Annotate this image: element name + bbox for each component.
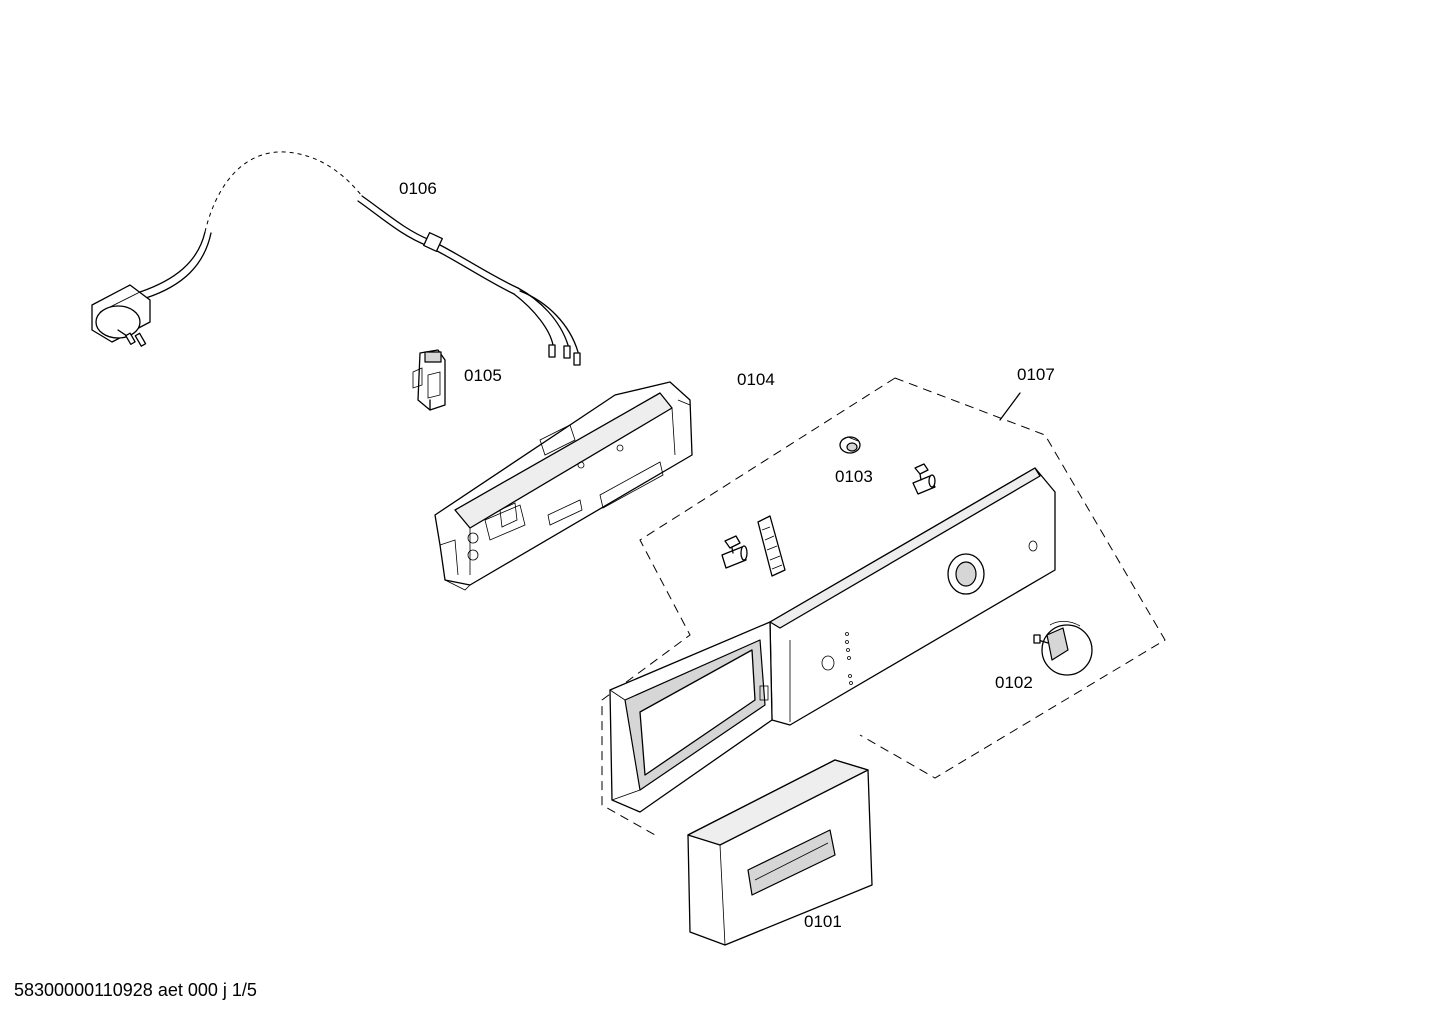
- switch-part: [412, 349, 446, 411]
- label-0104: 0104: [737, 370, 775, 389]
- led-holder-part: [757, 515, 786, 577]
- knob-insert-part: [839, 436, 861, 454]
- drawing-reference: 58300000110928 aet 000 j 1/5: [14, 980, 257, 1000]
- indicator-lamp-part: [912, 463, 936, 495]
- panel-assembly-outline: [601, 377, 1166, 836]
- label-0107: 0107: [1017, 365, 1055, 384]
- power-cord-part: [91, 151, 581, 366]
- knob-part: [1033, 620, 1093, 676]
- control-panel-part: [609, 467, 1056, 813]
- label-0101: 0101: [804, 912, 842, 931]
- label-0105: 0105: [464, 366, 502, 385]
- label-0103: 0103: [835, 467, 873, 486]
- label-0106: 0106: [399, 179, 437, 198]
- drawer-front-part: [687, 759, 873, 946]
- indicator-lamp-part-2: [721, 535, 748, 569]
- control-module-part: [434, 381, 693, 591]
- label-0102: 0102: [995, 673, 1033, 692]
